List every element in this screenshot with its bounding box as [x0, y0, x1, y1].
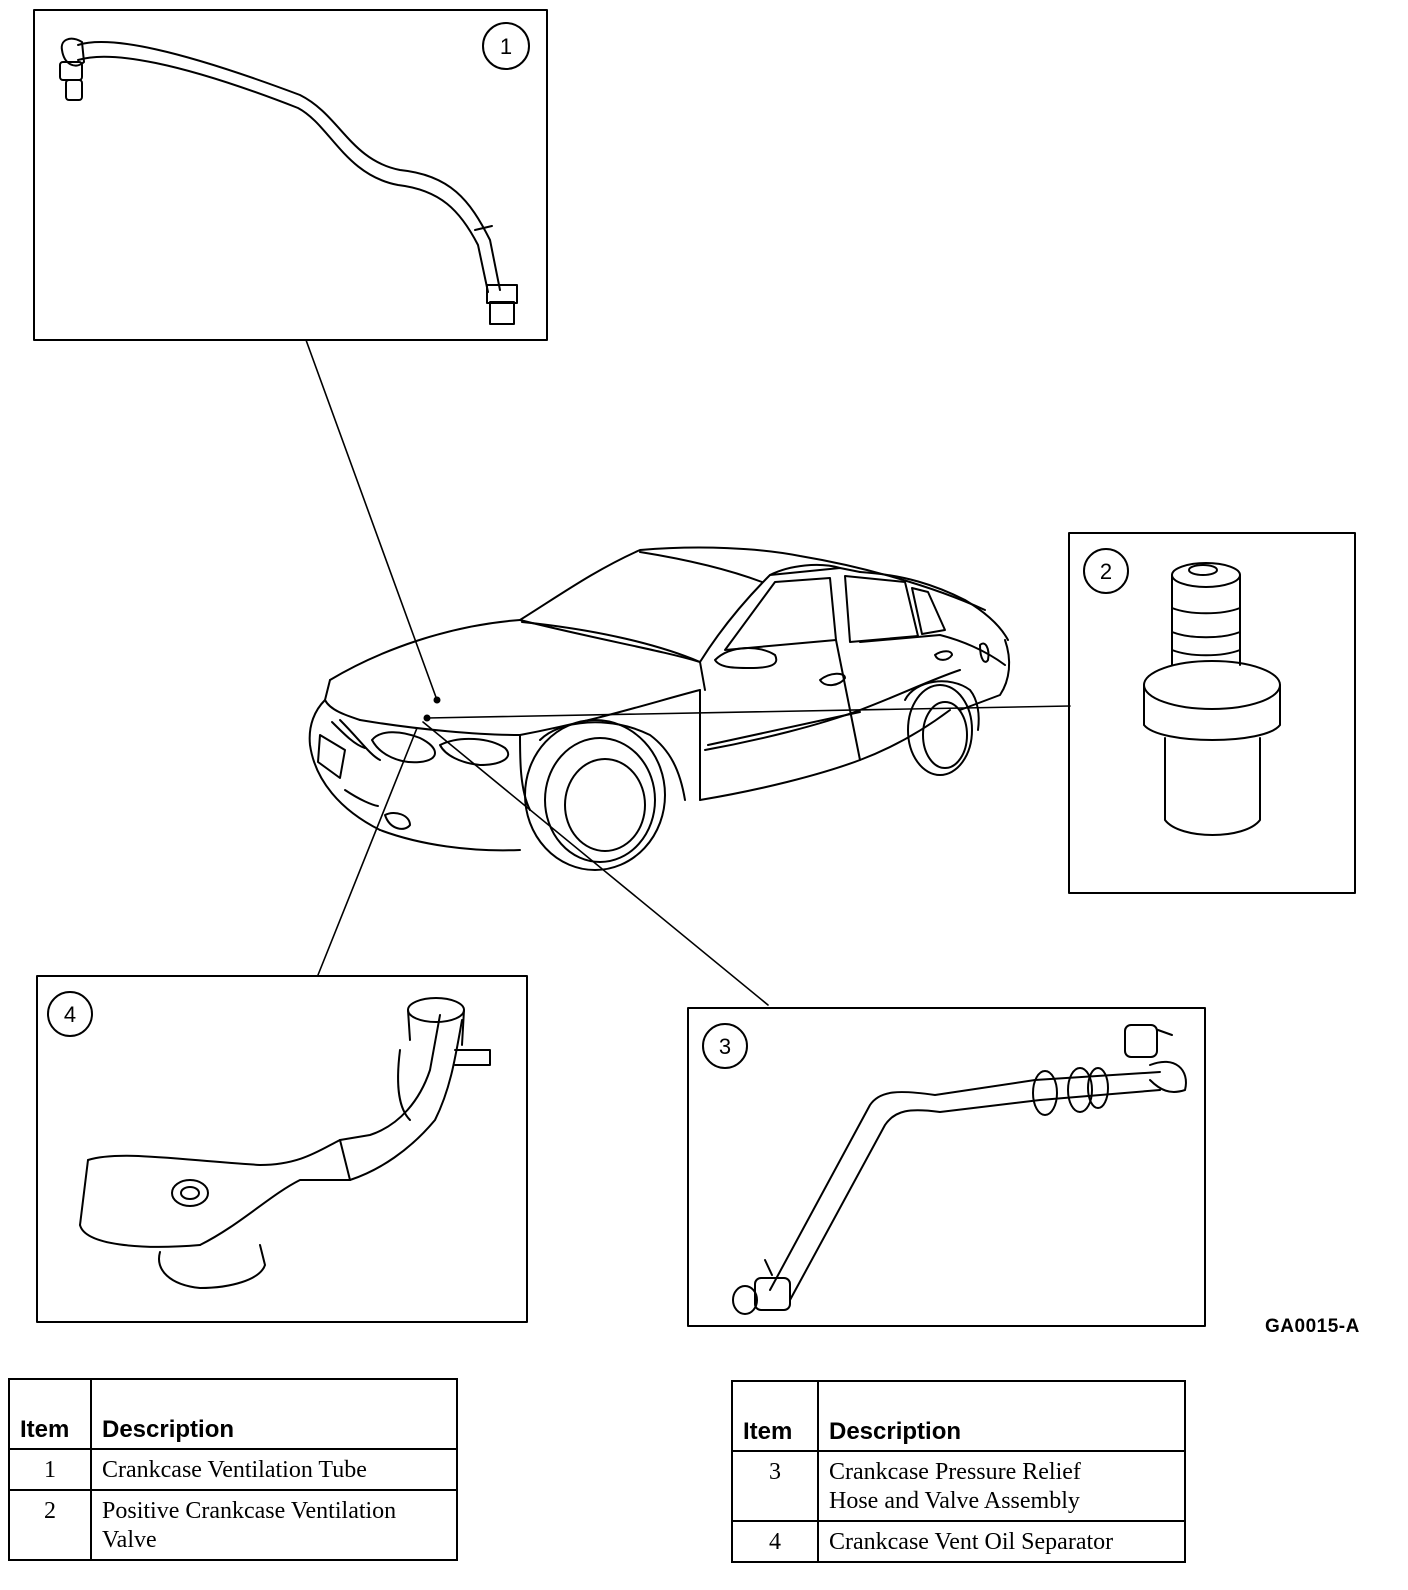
header-item: Item [8, 1378, 92, 1450]
figure-id: GA0015-A [1265, 1316, 1360, 1337]
header-description: Description [817, 1380, 1186, 1452]
callout-1-circle [482, 22, 530, 70]
callout-3-circle [702, 1023, 748, 1069]
item-description: Positive Crankcase Ventilation Valve [90, 1489, 458, 1561]
description-line: Crankcase Pressure Relief [829, 1459, 1081, 1485]
header-item: Item [731, 1380, 819, 1452]
legend-header-row: Item Description [8, 1378, 458, 1450]
item-description: Crankcase Ventilation Tube [90, 1448, 458, 1491]
item-description: Crankcase Pressure Relief Hose and Valve… [817, 1450, 1186, 1522]
table-row: 4 Crankcase Vent Oil Separator [731, 1520, 1186, 1563]
callout-4-label: 4 [64, 1002, 76, 1027]
item-description: Crankcase Vent Oil Separator [817, 1520, 1186, 1563]
table-row: 3 Crankcase Pressure Relief Hose and Val… [731, 1450, 1186, 1522]
callout-2-circle [1083, 548, 1129, 594]
legend-table-left: Item Description 1 Crankcase Ventilation… [8, 1378, 458, 1561]
item-number: 1 [8, 1448, 92, 1491]
table-row: 2 Positive Crankcase Ventilation Valve [8, 1489, 458, 1561]
callout-1-label: 1 [500, 34, 512, 59]
pressure-relief-hose-illustration [732, 1024, 1187, 1315]
component-box-4 [36, 975, 528, 1323]
item-number: 3 [731, 1450, 819, 1522]
description-line: Valve [102, 1527, 157, 1553]
item-number: 4 [731, 1520, 819, 1563]
legend-table-right: Item Description 3 Crankcase Pressure Re… [731, 1380, 1186, 1563]
callout-3-label: 3 [719, 1034, 731, 1059]
callout-4-circle [47, 991, 93, 1037]
legend-header-row: Item Description [731, 1380, 1186, 1452]
item-number: 2 [8, 1489, 92, 1561]
table-row: 1 Crankcase Ventilation Tube [8, 1448, 458, 1491]
component-box-3 [687, 1007, 1206, 1327]
crankcase-ventilation-tube-illustration [59, 37, 518, 325]
header-description: Description [90, 1378, 458, 1450]
component-box-1 [33, 9, 548, 341]
component-box-2 [1068, 532, 1356, 894]
description-line: Hose and Valve Assembly [829, 1488, 1080, 1514]
callout-2-label: 2 [1100, 559, 1112, 584]
vehicle-illustration [308, 546, 1011, 871]
description-line: Positive Crankcase Ventilation [102, 1498, 397, 1524]
pcv-valve-illustration [1143, 562, 1281, 836]
oil-separator-illustration [79, 997, 491, 1289]
